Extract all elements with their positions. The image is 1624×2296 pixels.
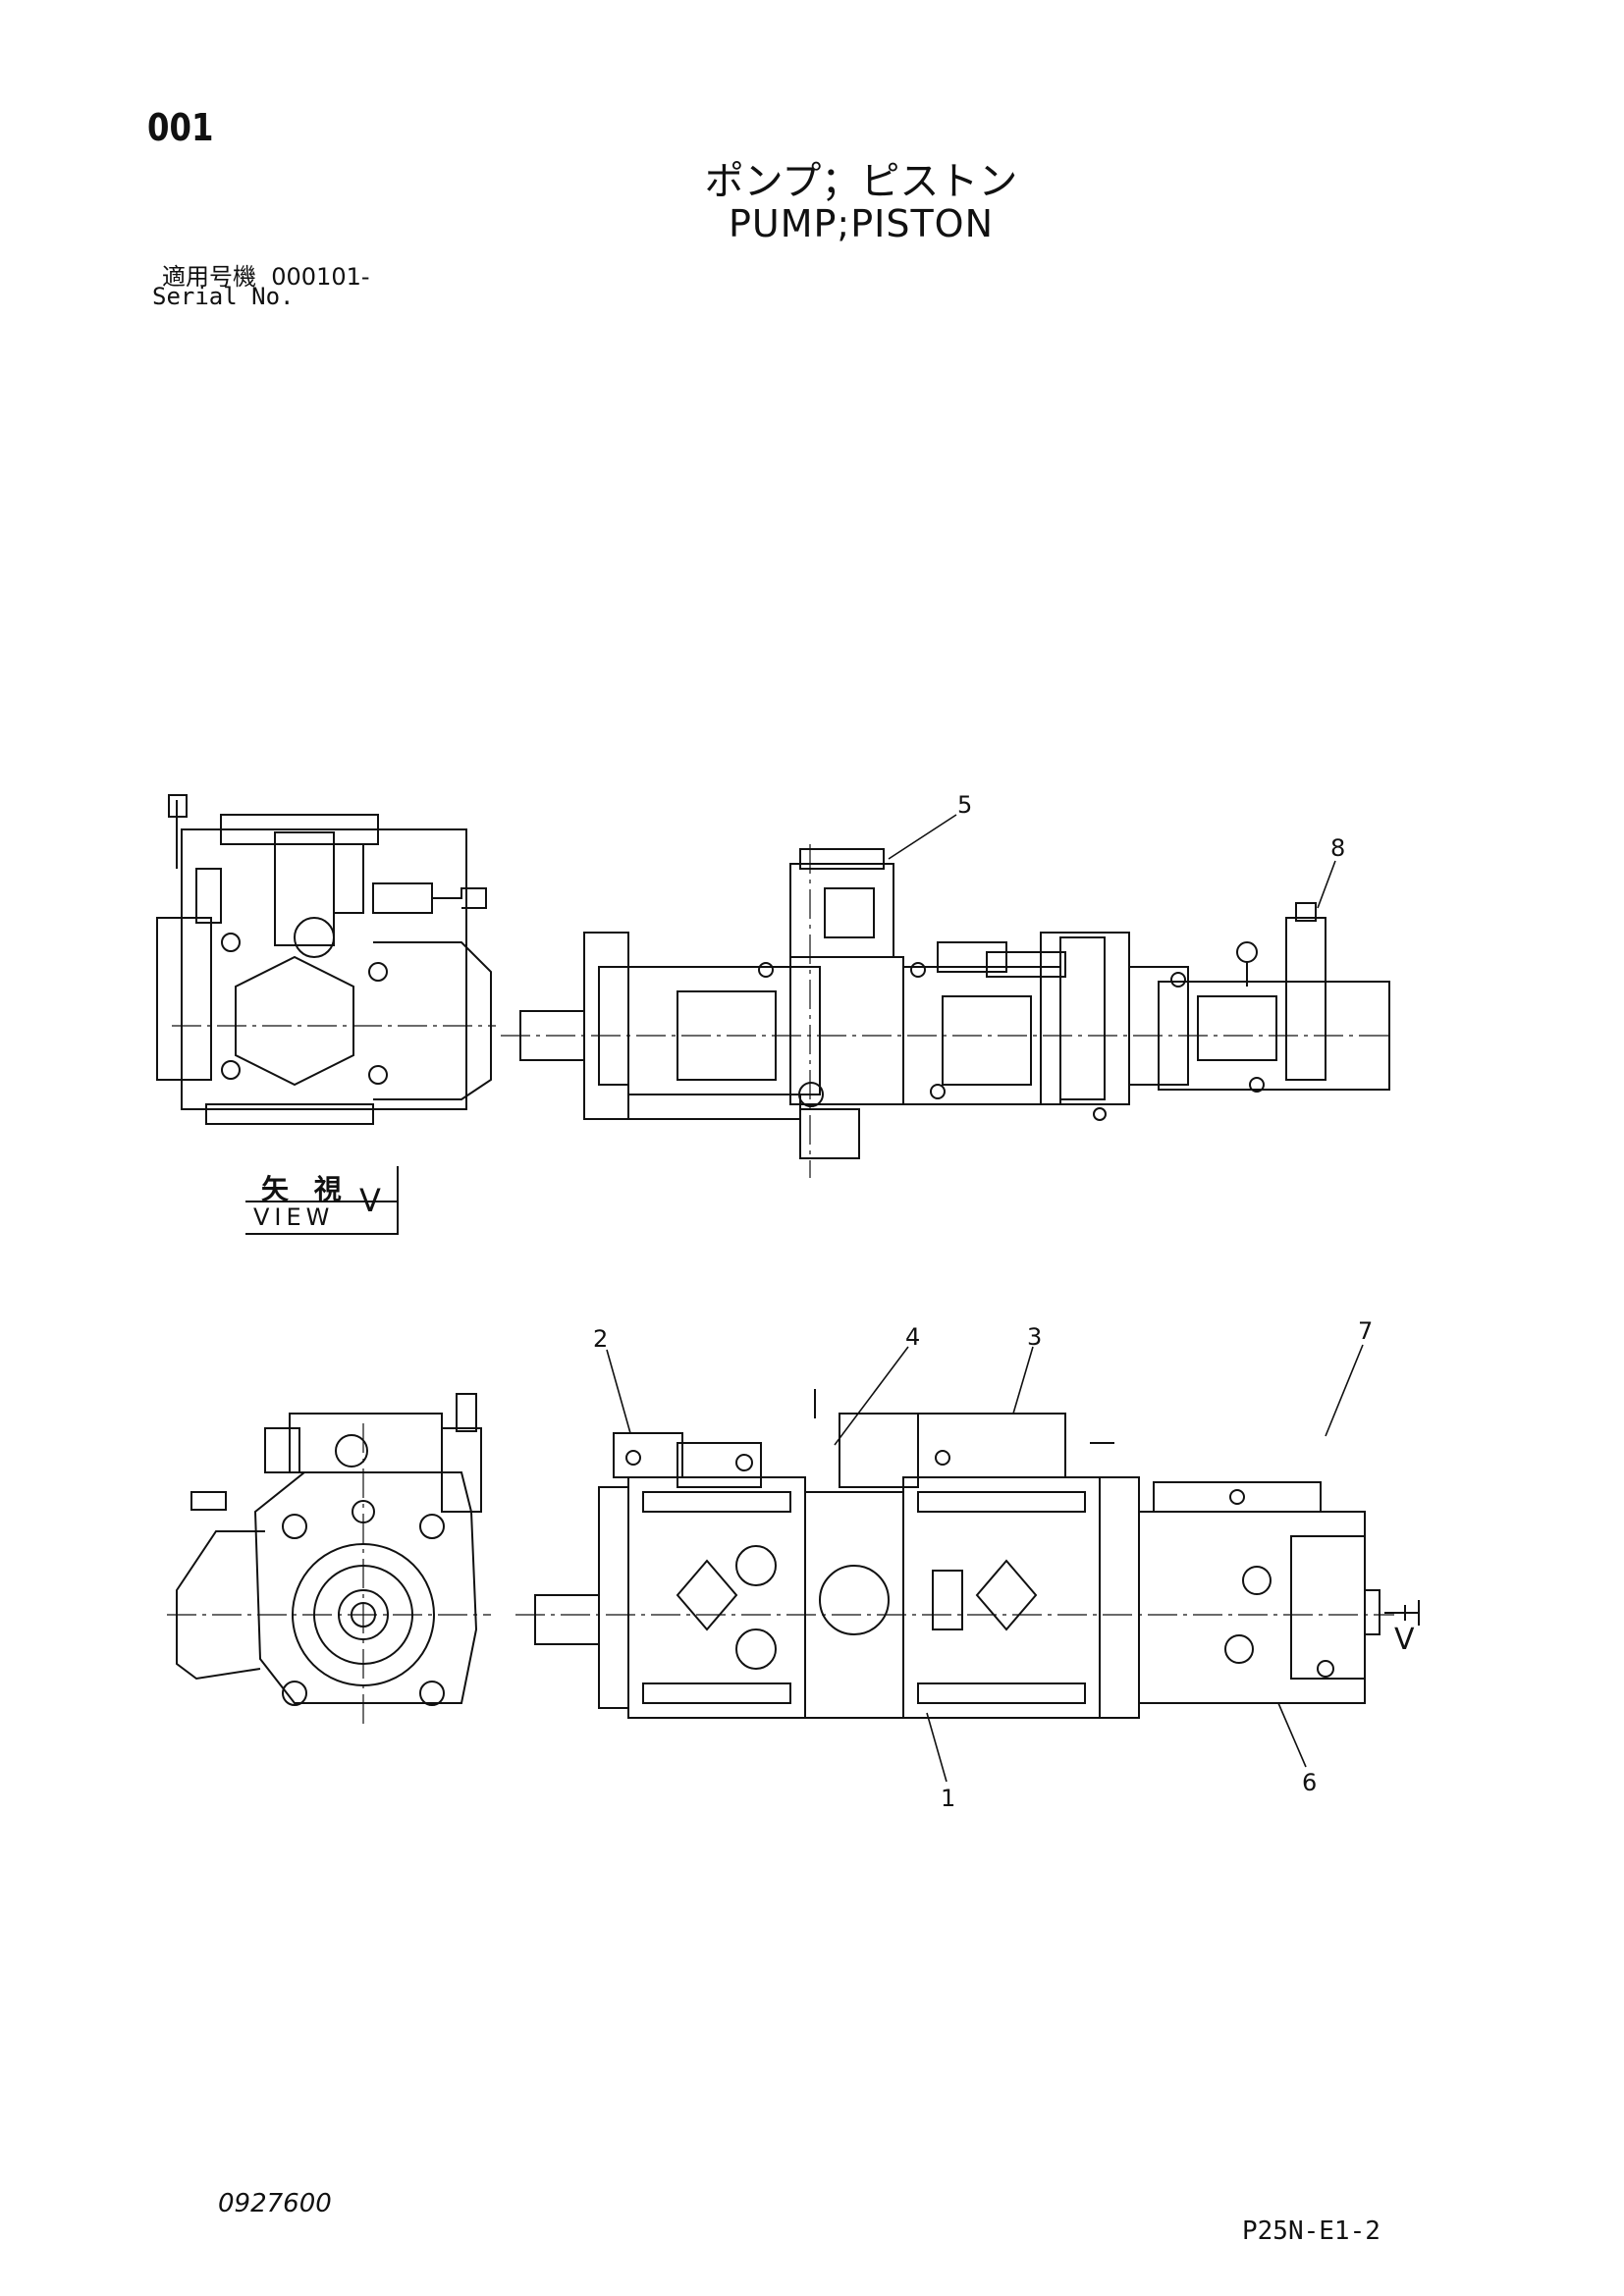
top-view	[501, 844, 1394, 1178]
view-arrow	[1384, 1600, 1420, 1626]
callout-6: 6	[1302, 1769, 1317, 1796]
callout-4: 4	[905, 1323, 920, 1351]
serial-label-japanese: 適用号機 000101-	[162, 257, 370, 292]
callout-8: 8	[1330, 834, 1345, 862]
serial-value: 000101-	[271, 263, 370, 291]
page-id: 001	[147, 106, 214, 149]
callout-1: 1	[941, 1785, 955, 1812]
page-reference: P25N-E1-2	[1242, 2216, 1380, 2246]
view-label-divider	[245, 1201, 399, 1202]
side-view	[515, 1389, 1394, 1719]
title-japanese: ポンプ；ピストン	[704, 159, 1018, 204]
title-english: PUMP;PISTON	[728, 202, 995, 245]
view-label-letter: V	[359, 1182, 381, 1219]
callout-7: 7	[1358, 1317, 1373, 1345]
serial-label-english: Serial No.	[152, 283, 295, 310]
callout-labels: 1 2 3 4 5 6 7 8 V	[593, 791, 1415, 1812]
view-label-english: VIEW	[253, 1203, 335, 1231]
callout-3: 3	[1027, 1323, 1042, 1351]
leader-lines	[606, 814, 1364, 1783]
serial-label-jp-text: 適用号機	[162, 263, 256, 291]
view-label: 矢 視 VIEW V	[245, 1166, 399, 1235]
drawing-code: 0927600	[218, 2189, 332, 2218]
front-view-bottom-left	[167, 1393, 491, 1728]
view-arrow-letter: V	[1394, 1623, 1415, 1657]
end-view-top-left	[156, 794, 496, 1125]
view-label-japanese: 矢 視	[261, 1173, 350, 1205]
callout-2: 2	[593, 1325, 608, 1353]
callout-5: 5	[957, 791, 972, 819]
